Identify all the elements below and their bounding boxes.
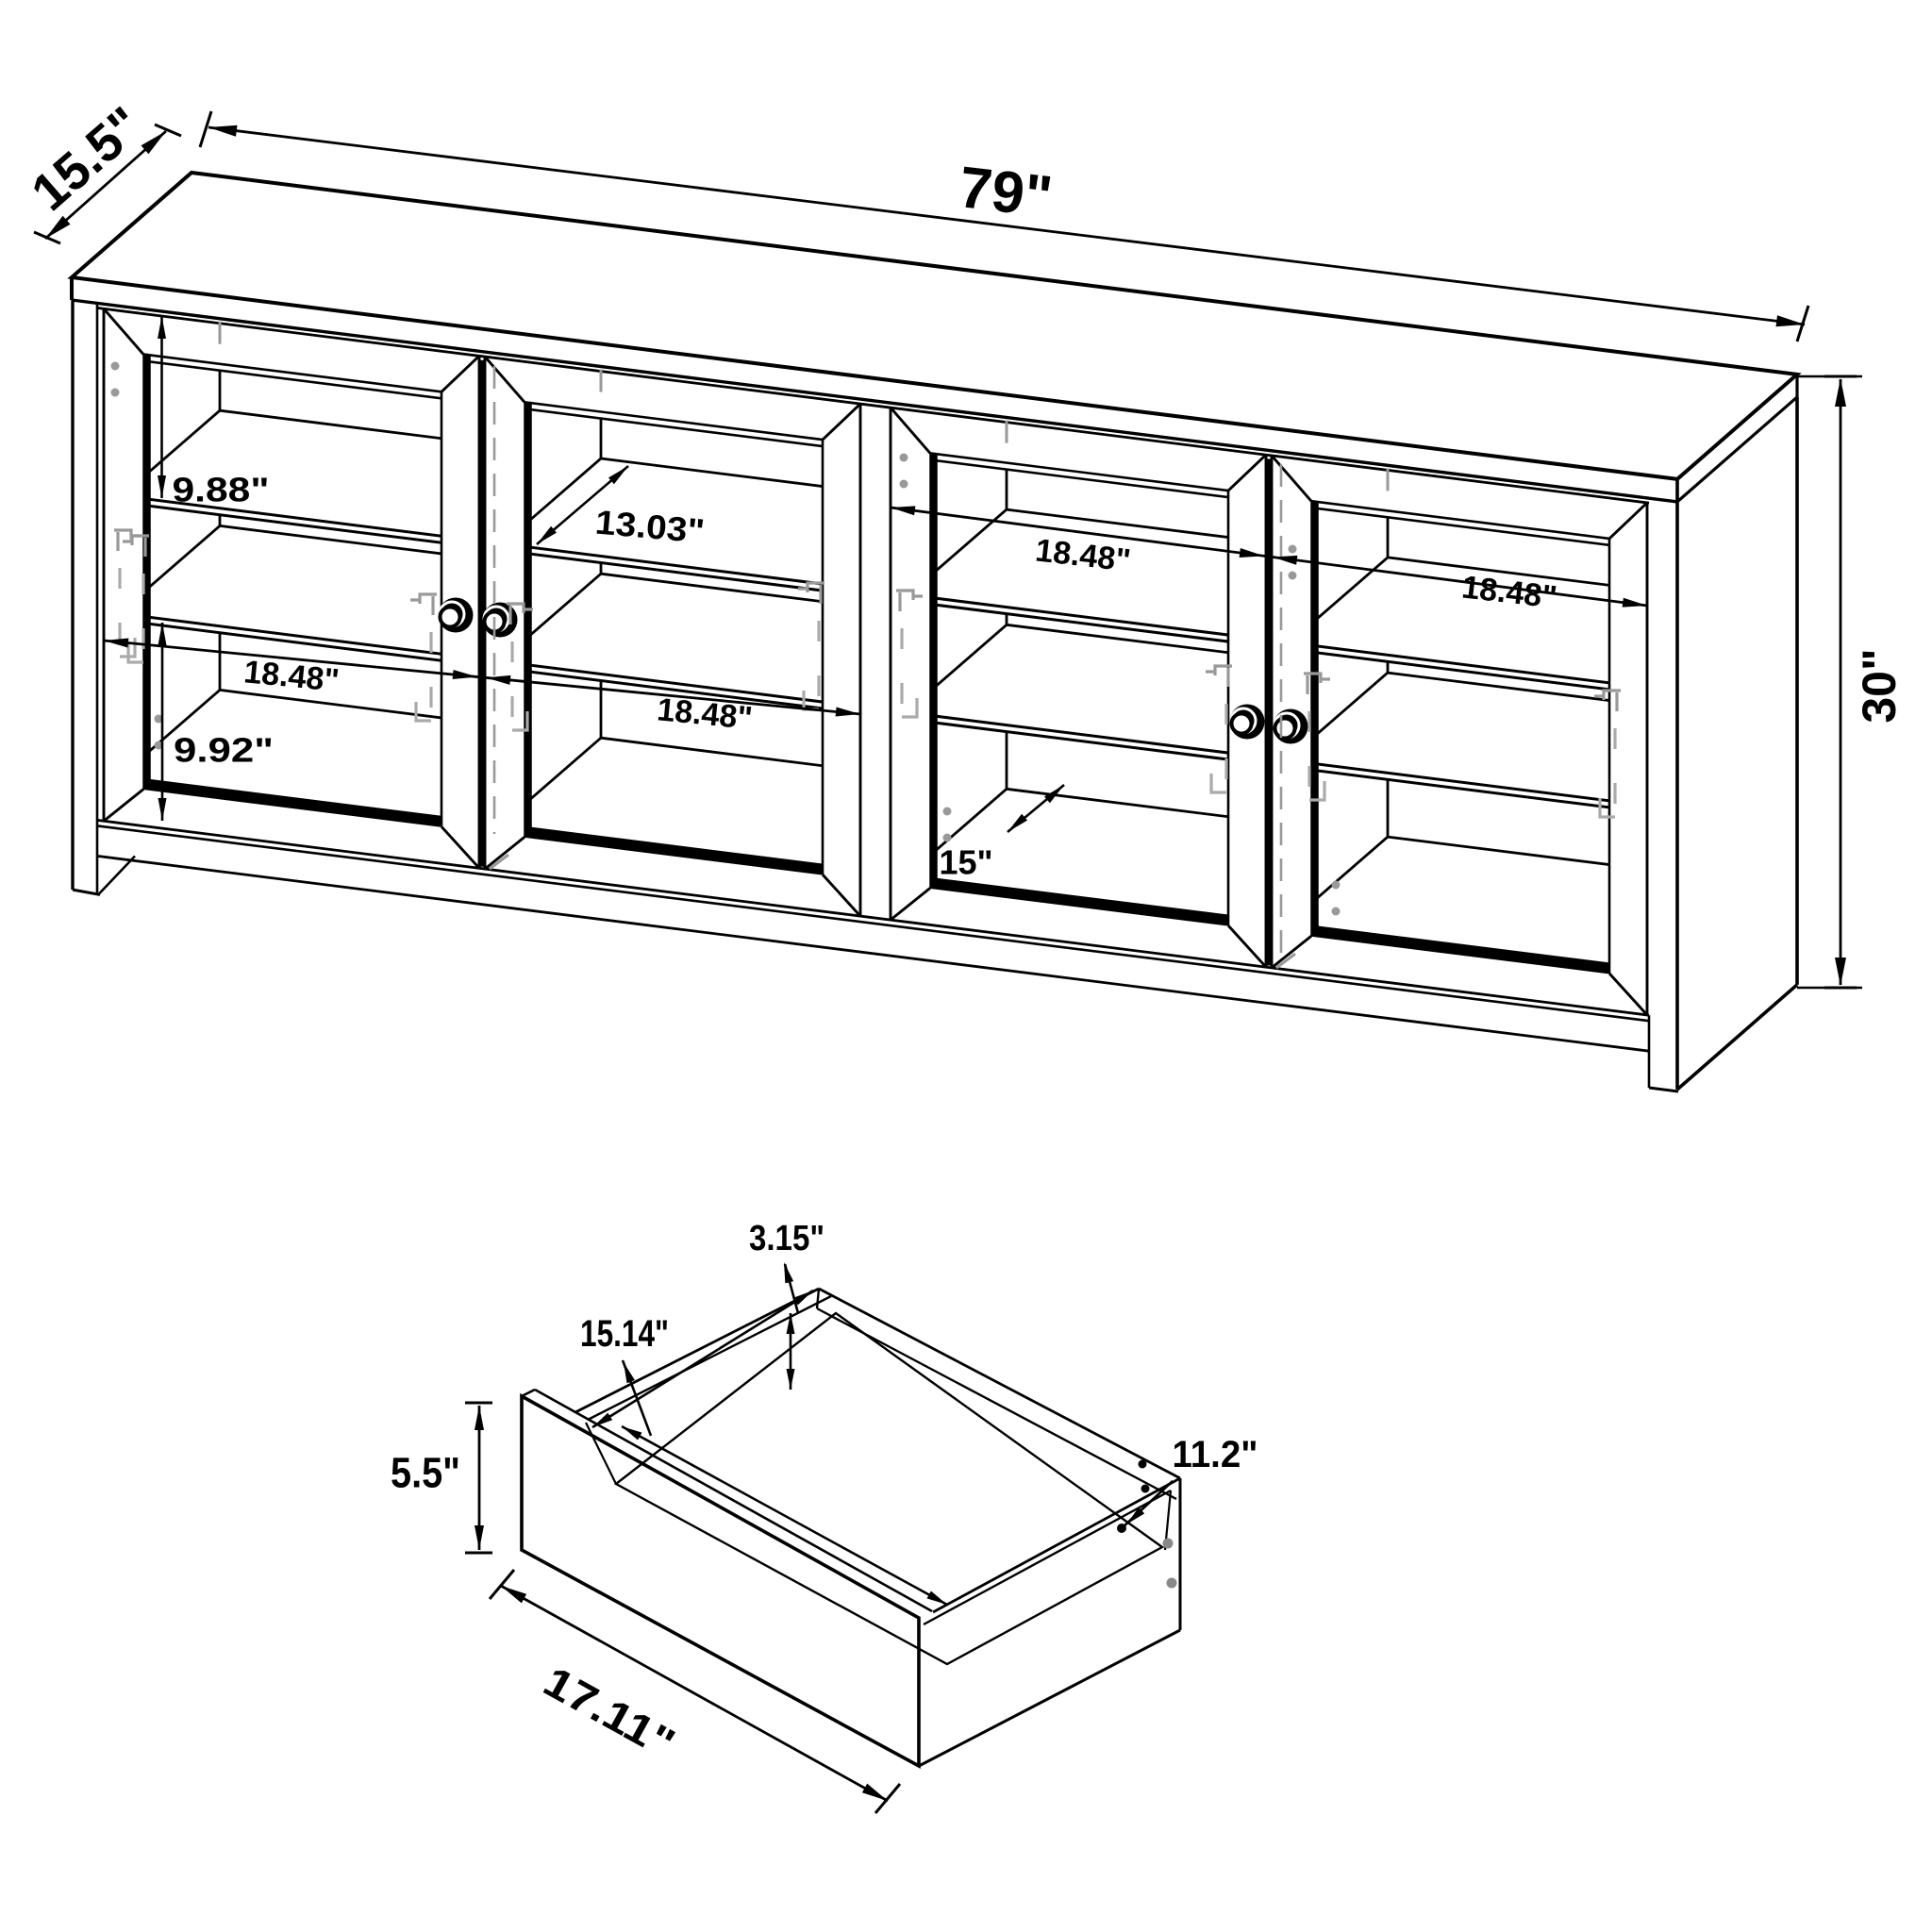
- svg-text:9.92": 9.92": [174, 731, 274, 770]
- svg-text:15": 15": [939, 843, 992, 882]
- svg-text:11.2": 11.2": [1173, 1434, 1258, 1475]
- svg-text:79": 79": [956, 155, 1056, 230]
- svg-text:3.15": 3.15": [749, 1219, 824, 1258]
- svg-text:30": 30": [1853, 648, 1906, 723]
- svg-text:5.5": 5.5": [391, 1449, 460, 1497]
- svg-text:9.88": 9.88": [173, 471, 270, 509]
- svg-text:13.03": 13.03": [593, 503, 706, 551]
- svg-text:15.14": 15.14": [580, 1313, 669, 1355]
